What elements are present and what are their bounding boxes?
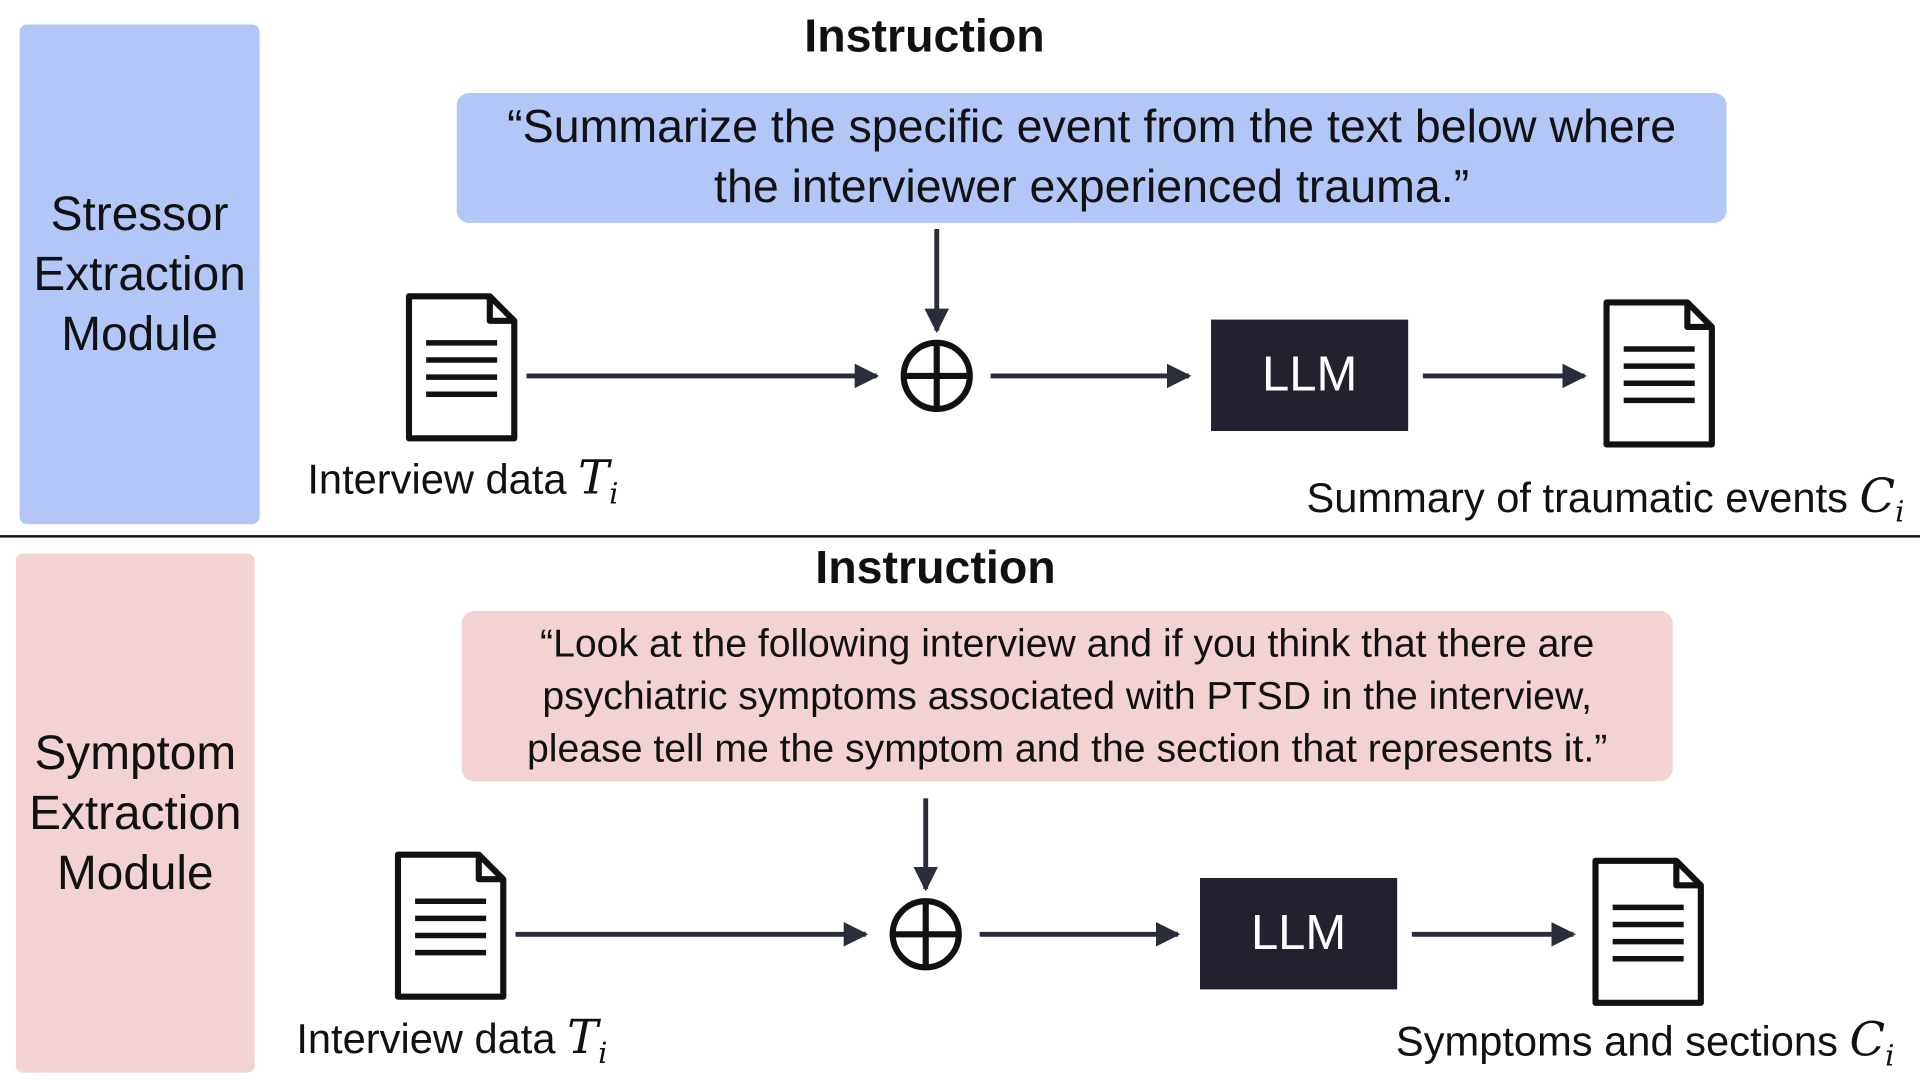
stressor-instruction-heading: Instruction	[804, 11, 1045, 63]
stressor-input-caption-text: Interview data	[307, 456, 567, 504]
symptom-input-caption-text: Interview data	[296, 1016, 556, 1063]
stressor-output-symbol: Ci	[1859, 468, 1905, 529]
symptom-module-label: Symptom Extraction Module	[29, 726, 242, 900]
stressor-input-symbol: Ti	[578, 450, 619, 511]
symptom-module-panel: Symptom Extraction Module	[15, 553, 255, 1073]
symptom-circled-plus-icon	[889, 898, 962, 971]
stressor-output-document-icon	[1603, 299, 1715, 448]
symptom-instruction-heading: Instruction	[815, 542, 1056, 594]
stressor-input-caption: Interview data Ti	[307, 453, 618, 518]
stressor-output-caption-text: Summary of traumatic events	[1306, 475, 1848, 522]
stressor-module-panel: Stressor Extraction Module	[19, 24, 260, 525]
symptom-instruction-box: “Look at the following interview and if …	[461, 611, 1673, 782]
stressor-circled-plus-icon	[900, 339, 973, 413]
stressor-instruction-text: “Summarize the specific event from the t…	[507, 101, 1677, 214]
symptom-output-caption: Symptoms and sections Ci	[1396, 1015, 1895, 1080]
symptom-instruction-text: “Look at the following interview and if …	[527, 620, 1608, 771]
stressor-output-caption: Summary of traumatic events Ci	[1307, 471, 1905, 536]
stressor-module-label: Stressor Extraction Module	[33, 187, 246, 361]
section-divider	[0, 535, 1920, 538]
symptom-output-caption-text: Symptoms and sections	[1395, 1018, 1838, 1066]
symptom-llm-label: LLM	[1250, 906, 1347, 961]
stressor-llm-label: LLM	[1261, 347, 1358, 402]
stressor-instruction-box: “Summarize the specific event from the t…	[456, 93, 1727, 223]
stressor-llm-box: LLM	[1211, 319, 1409, 432]
stressor-input-document-icon	[405, 293, 518, 442]
symptom-input-caption: Interview data Ti	[296, 1013, 607, 1078]
symptom-llm-box: LLM	[1200, 877, 1398, 990]
symptom-input-symbol: Ti	[567, 1010, 608, 1071]
symptom-output-document-icon	[1592, 857, 1704, 1006]
symptom-output-symbol: Ci	[1849, 1012, 1895, 1073]
symptom-input-document-icon	[394, 851, 507, 1000]
